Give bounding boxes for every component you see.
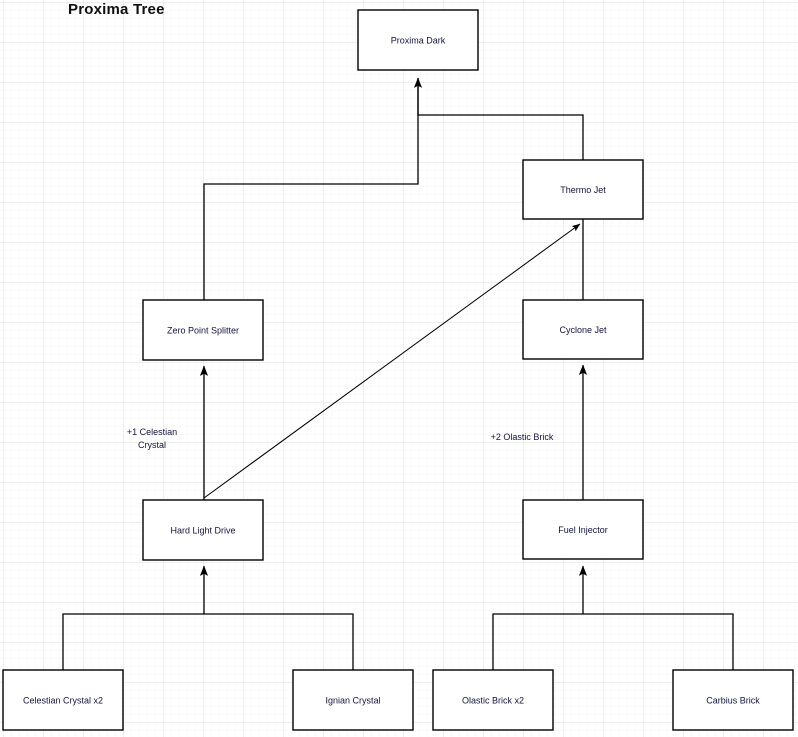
- node-box-proxima-dark[interactable]: [357, 9, 479, 71]
- node-label-olastic-brick: Olastic Brick x2: [462, 695, 524, 705]
- node-box-hard-light-drive[interactable]: [142, 499, 264, 561]
- node-label-fuel-injector: Fuel Injector: [558, 525, 608, 535]
- node-cyclone-jet[interactable]: Cyclone Jet: [522, 299, 644, 360]
- node-carbius-brick[interactable]: Carbius Brick: [672, 669, 794, 731]
- node-box-thermo-jet[interactable]: [522, 159, 644, 220]
- node-olastic-brick[interactable]: Olastic Brick x2: [432, 669, 554, 731]
- edge-thermo-jet-to-proxima-dark: [417, 78, 584, 160]
- node-label-ignian-crystal: Ignian Crystal: [325, 695, 380, 705]
- edge-label-fuel-injector-to-cyclone-jet: +2 Olastic Brick: [491, 432, 554, 442]
- node-label-thermo-jet: Thermo Jet: [560, 185, 606, 195]
- node-label-proxima-dark: Proxima Dark: [391, 35, 446, 45]
- node-label-hard-light-drive: Hard Light Drive: [170, 525, 235, 535]
- node-zero-point-splitter[interactable]: Zero Point Splitter: [142, 299, 264, 361]
- node-label-zero-point-splitter: Zero Point Splitter: [167, 325, 239, 335]
- node-box-carbius-brick[interactable]: [672, 669, 794, 731]
- node-label-celestian-crystal: Celestian Crystal x2: [23, 695, 103, 705]
- edge-zero-point-splitter-to-proxima-dark: [203, 77, 423, 300]
- edge-hard-light-drive-to-thermo-jet: [203, 223, 581, 499]
- edges-layer: [62, 77, 734, 670]
- node-label-cyclone-jet: Cyclone Jet: [559, 325, 607, 335]
- edge-olastic-and-carbius-to-fuel-injector: [492, 613, 734, 670]
- page-title: Proxima Tree: [68, 1, 165, 18]
- node-box-ignian-crystal[interactable]: [292, 669, 414, 731]
- node-ignian-crystal[interactable]: Ignian Crystal: [292, 669, 414, 731]
- node-box-fuel-injector[interactable]: [522, 499, 644, 560]
- node-fuel-injector[interactable]: Fuel Injector: [522, 499, 644, 560]
- node-thermo-jet[interactable]: Thermo Jet: [522, 159, 644, 220]
- node-hard-light-drive[interactable]: Hard Light Drive: [142, 499, 264, 561]
- node-proxima-dark[interactable]: Proxima Dark: [357, 9, 479, 71]
- node-celestian-crystal[interactable]: Celestian Crystal x2: [2, 669, 124, 731]
- edge-celestian-and-ignian-to-hard-light-drive: [62, 613, 354, 670]
- node-box-olastic-brick[interactable]: [432, 669, 554, 731]
- node-box-celestian-crystal[interactable]: [2, 669, 124, 731]
- node-label-carbius-brick: Carbius Brick: [706, 695, 760, 705]
- node-box-cyclone-jet[interactable]: [522, 299, 644, 360]
- node-box-zero-point-splitter[interactable]: [142, 299, 264, 361]
